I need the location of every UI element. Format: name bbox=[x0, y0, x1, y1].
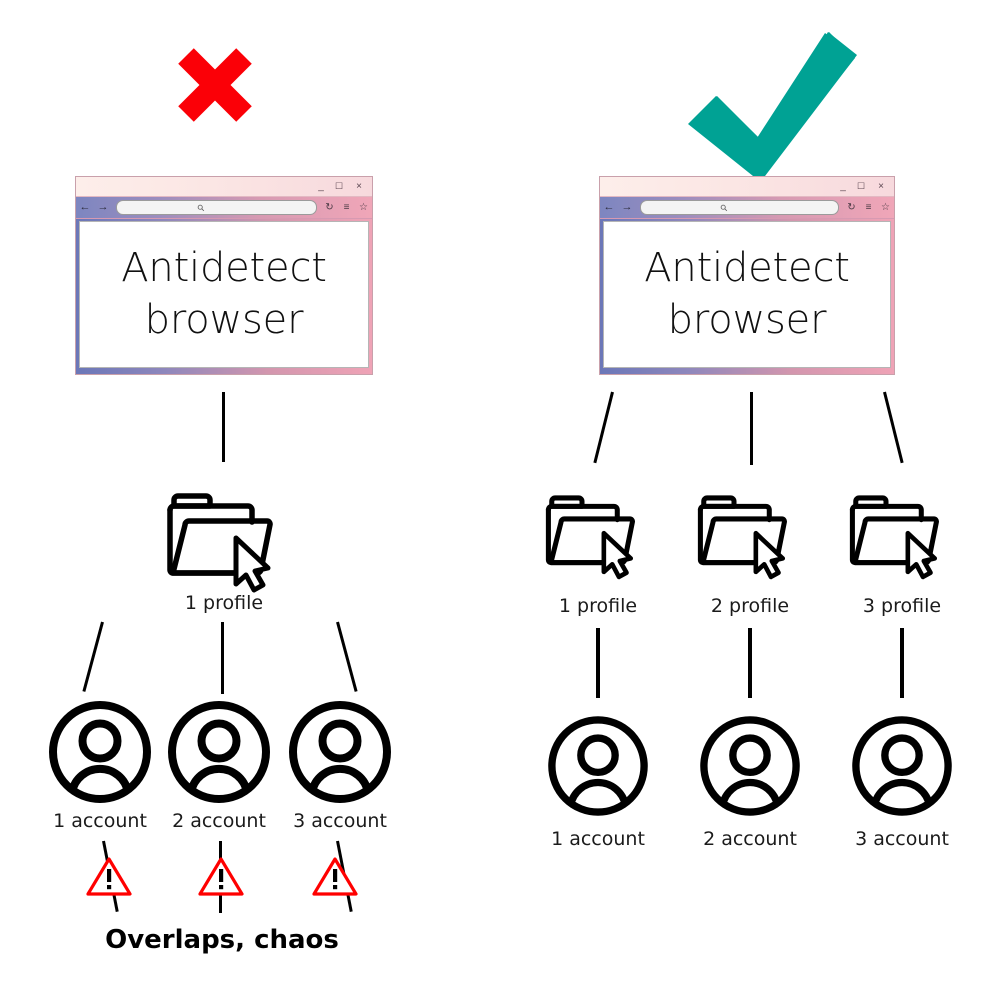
connector-profile-to-account-2 bbox=[221, 622, 224, 694]
folder-cursor-icon bbox=[167, 493, 273, 593]
maximize-icon[interactable]: ☐ bbox=[856, 181, 866, 191]
back-arrow-icon[interactable]: ← bbox=[79, 201, 91, 213]
connector-browser-to-profile bbox=[222, 392, 225, 462]
connector-profile-to-account-3 bbox=[336, 621, 358, 692]
browser-content-text: Antidetect browser bbox=[121, 245, 327, 343]
browser-titlebar: _ ☐ × bbox=[76, 177, 372, 197]
warning-node-1 bbox=[85, 855, 133, 897]
browser-viewport: Antidetect browser bbox=[603, 221, 891, 368]
warning-triangle-icon bbox=[198, 857, 244, 896]
profile-label-1: 1 profile bbox=[184, 592, 264, 614]
account-node-1[interactable] bbox=[547, 715, 649, 817]
search-icon bbox=[197, 204, 205, 212]
star-icon[interactable]: ☆ bbox=[359, 202, 368, 213]
user-avatar-icon bbox=[168, 701, 270, 803]
url-input[interactable] bbox=[640, 200, 839, 215]
account-node-2[interactable] bbox=[167, 700, 271, 804]
profile-label-2: 2 profile bbox=[710, 595, 790, 617]
browser-content-text: Antidetect browser bbox=[644, 245, 850, 343]
account-node-2[interactable] bbox=[699, 715, 801, 817]
folder-cursor-icon bbox=[697, 495, 787, 580]
account-label-3: 3 account bbox=[855, 828, 949, 850]
browser-window-right[interactable]: _ ☐ × ← → ↻ ≡ ☆ bbox=[599, 176, 895, 375]
browser-viewport: Antidetect browser bbox=[79, 221, 369, 368]
checkmark-icon bbox=[685, 28, 857, 180]
forward-arrow-icon[interactable]: → bbox=[97, 201, 109, 213]
menu-icon[interactable]: ≡ bbox=[343, 202, 350, 213]
url-input[interactable] bbox=[116, 200, 317, 215]
minimize-icon[interactable]: _ bbox=[840, 181, 846, 192]
close-icon[interactable]: × bbox=[356, 181, 362, 192]
account-node-3[interactable] bbox=[851, 715, 953, 817]
close-icon[interactable]: × bbox=[878, 181, 884, 192]
warning-node-3 bbox=[311, 855, 359, 897]
reload-icon[interactable]: ↻ bbox=[847, 202, 856, 213]
browser-titlebar: _ ☐ × bbox=[600, 177, 894, 197]
right-panel: _ ☐ × ← → ↻ ≡ ☆ bbox=[500, 0, 1000, 1000]
account-node-1[interactable] bbox=[48, 700, 152, 804]
account-node-3[interactable] bbox=[288, 700, 392, 804]
profile-node-3[interactable] bbox=[844, 475, 949, 580]
warning-triangle-icon bbox=[312, 857, 358, 896]
connector-profile-to-account-3 bbox=[900, 628, 904, 698]
account-label-1: 1 account bbox=[551, 828, 645, 850]
account-label-2: 2 account bbox=[172, 810, 266, 832]
connector-profile-to-account-2 bbox=[748, 628, 752, 698]
account-label-1: 1 account bbox=[53, 810, 147, 832]
folder-cursor-icon bbox=[545, 495, 635, 580]
warning-node-2 bbox=[197, 855, 245, 897]
browser-window-left[interactable]: _ ☐ × ← → ↻ ≡ ☆ bbox=[75, 176, 373, 375]
reload-icon[interactable]: ↻ bbox=[325, 202, 334, 213]
forward-arrow-icon[interactable]: → bbox=[621, 201, 633, 213]
connector-profile-to-account-1 bbox=[596, 628, 600, 698]
menu-icon[interactable]: ≡ bbox=[865, 202, 872, 213]
profile-node-1[interactable] bbox=[540, 475, 645, 580]
connector-browser-to-profile-1 bbox=[593, 391, 614, 464]
profile-node-1[interactable] bbox=[160, 470, 285, 593]
warning-triangle-icon bbox=[86, 857, 132, 896]
account-label-2: 2 account bbox=[703, 828, 797, 850]
user-avatar-icon bbox=[289, 701, 391, 803]
user-avatar-icon bbox=[700, 716, 800, 816]
account-label-3: 3 account bbox=[293, 810, 387, 832]
connector-browser-to-profile-3 bbox=[883, 391, 904, 464]
browser-toolbar: ← → ↻ ≡ ☆ bbox=[76, 197, 372, 219]
maximize-icon[interactable]: ☐ bbox=[334, 181, 344, 191]
minimize-icon[interactable]: _ bbox=[318, 181, 324, 192]
cross-icon bbox=[160, 30, 270, 140]
connector-browser-to-profile-2 bbox=[750, 392, 753, 465]
profile-label-1: 1 profile bbox=[558, 595, 638, 617]
left-panel: _ ☐ × ← → ↻ ≡ ☆ bbox=[48, 30, 392, 955]
profile-node-2[interactable] bbox=[692, 475, 797, 580]
back-arrow-icon[interactable]: ← bbox=[603, 201, 615, 213]
user-avatar-icon bbox=[49, 701, 151, 803]
user-avatar-icon bbox=[852, 716, 952, 816]
profile-label-3: 3 profile bbox=[862, 595, 942, 617]
browser-toolbar: ← → ↻ ≡ ☆ bbox=[600, 197, 894, 219]
search-icon bbox=[720, 204, 728, 212]
connector-profile-to-account-1 bbox=[82, 621, 104, 692]
folder-cursor-icon bbox=[849, 495, 939, 580]
user-avatar-icon bbox=[548, 716, 648, 816]
outcome-label-left: Overlaps, chaos bbox=[105, 925, 339, 955]
star-icon[interactable]: ☆ bbox=[881, 202, 890, 213]
